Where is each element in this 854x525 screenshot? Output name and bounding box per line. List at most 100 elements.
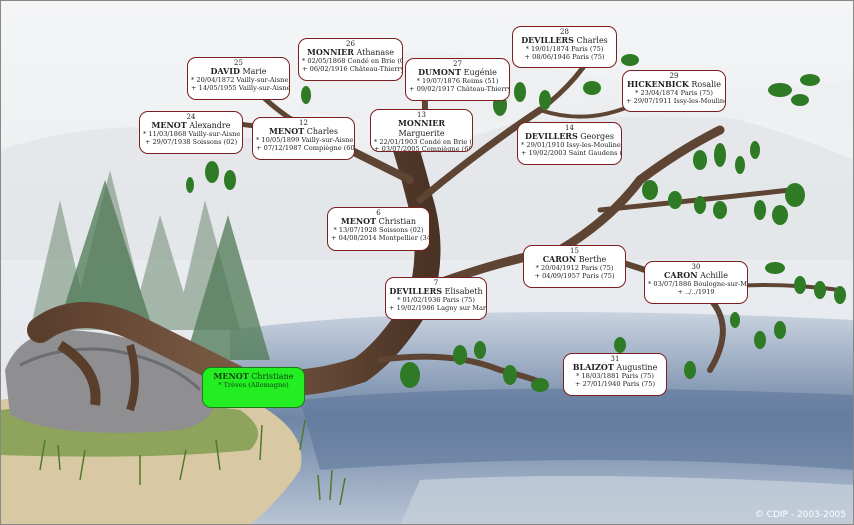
- death-line: + 07/12/1987 Compiègne (60): [256, 143, 355, 152]
- birth-line: * 03/07/1886 Boulogne-sur-Mer (62): [648, 279, 747, 288]
- death-line: + ../../1919: [677, 287, 715, 296]
- death-line: + 19/02/1986 Lagny sur Marne (77): [389, 303, 487, 312]
- birth-line: * Trèves (Allemagne): [218, 380, 289, 389]
- generation-number: 26: [346, 40, 355, 48]
- birth-line: * 20/04/1912 Paris (75): [535, 263, 614, 272]
- person-name: CARON Berthe: [527, 255, 622, 265]
- birth-line: * 18/03/1881 Paris (75): [576, 371, 654, 380]
- person-name: CARON Achille: [648, 271, 744, 281]
- person-name: MONNIER Athanase: [302, 48, 399, 58]
- person-given-name: Achille: [700, 271, 728, 281]
- person-given-name: Elisabeth: [444, 287, 483, 297]
- death-line: + 29/07/1938 Soissons (02): [144, 137, 238, 146]
- death-line: + 09/02/1917 Château-Thierry (02): [409, 84, 510, 93]
- person-name: DUMONT Eugénie: [409, 68, 506, 78]
- person-surname: MENOT: [340, 216, 377, 227]
- person-given-name: Athanase: [356, 48, 395, 58]
- person-name: DAVID Marie: [191, 67, 286, 77]
- death-line: + 08/06/1946 Paris (75): [524, 52, 605, 61]
- birth-line: * 23/04/1874 Paris (75): [635, 88, 713, 97]
- generation-number: 27: [453, 60, 462, 68]
- person-name: MENOT Christiane: [206, 371, 301, 382]
- person-name: BLAIZOT Augustine: [567, 363, 663, 373]
- person-name: DEVILLERS Charles: [516, 36, 613, 46]
- generation-number: 24: [186, 113, 196, 121]
- birth-line: * 13/07/1928 Soissons (02): [333, 225, 424, 234]
- person-surname: CARON: [542, 254, 577, 265]
- person-name: MENOT Christian: [331, 217, 426, 227]
- generation-number: 6: [376, 209, 381, 217]
- birth-line: * 29/01/1910 Issy-les-Moulineaux (92): [521, 140, 621, 149]
- generation-number: 31: [610, 355, 620, 363]
- generation-number: 25: [234, 59, 243, 67]
- person-surname: DUMONT: [418, 67, 462, 78]
- generation-number: 14: [565, 124, 574, 132]
- person-surname: BLAIZOT: [572, 362, 614, 373]
- birth-line: * 10/05/1899 Vailly-sur-Aisne (02): [256, 135, 354, 144]
- person-surname: MENOT: [269, 126, 305, 137]
- person-surname: DAVID: [210, 66, 240, 77]
- generation-number: 13: [417, 111, 426, 119]
- person-surname: MONNIER: [398, 118, 445, 129]
- person-given-name: Christian: [378, 217, 417, 227]
- death-line: + 06/02/1916 Château-Thierry (02): [302, 64, 403, 73]
- person-given-name: Eugénie: [463, 68, 497, 78]
- person-surname: MENOT: [151, 120, 187, 131]
- copyright-text: © CDIP - 2003-2005: [754, 510, 846, 520]
- death-line: + 04/09/1957 Paris (75): [534, 271, 615, 280]
- person-name: MENOT Charles: [256, 127, 351, 137]
- person-surname: MONNIER: [306, 47, 354, 58]
- person-given-name: Georges: [580, 132, 615, 142]
- person-name: DEVILLERS Georges: [521, 132, 618, 142]
- generation-number: 28: [560, 28, 569, 36]
- birth-line: * 02/05/1868 Condé en Brie (02): [302, 56, 403, 65]
- death-line: + 14/05/1955 Vailly-sur-Aisne (02): [191, 83, 290, 92]
- person-card-root[interactable]: MENOT Christiane* Trèves (Allemagne): [202, 367, 305, 408]
- person-given-name: Charles: [306, 127, 338, 137]
- person-surname: DEVILLERS: [521, 35, 574, 46]
- person-given-name: Charles: [576, 36, 608, 46]
- person-given-name: Rosalie: [691, 80, 721, 90]
- birth-line: * 19/07/1876 Reims (51): [416, 76, 499, 85]
- generation-number: 29: [669, 72, 679, 80]
- birth-line: * 11/03/1868 Vailly-sur-Aisne (02): [143, 129, 242, 138]
- death-line: + 04/08/2014 Montpellier (34): [331, 233, 430, 242]
- birth-line: * 20/04/1872 Vailly-sur-Aisne (02): [191, 75, 289, 84]
- person-name: DEVILLERS Elisabeth: [389, 287, 483, 297]
- person-given-name: Berthe: [578, 255, 607, 265]
- person-surname: DEVILLERS: [524, 131, 578, 142]
- person-surname: MENOT: [213, 371, 249, 381]
- person-surname: DEVILLERS: [389, 286, 443, 297]
- person-surname: CARON: [664, 270, 698, 281]
- person-given-name: Marie: [242, 67, 267, 77]
- generation-number: 7: [433, 279, 439, 287]
- birth-line: * 01/02/1936 Paris (75): [397, 295, 475, 304]
- birth-line: * 22/01/1903 Condé en Brie (02): [374, 137, 473, 146]
- death-line: + 27/01/1940 Paris (75): [574, 379, 656, 388]
- person-given-name: Augustine: [616, 363, 658, 373]
- person-given-name: Christiane: [251, 372, 294, 381]
- death-line: + 19/02/2003 Saint Gaudens (31): [521, 148, 622, 157]
- birth-line: * 19/01/1874 Paris (75): [525, 44, 604, 53]
- person-name: MENOT Alexandre: [143, 121, 239, 131]
- person-given-name: Marguerite: [398, 128, 445, 138]
- generation-number: 15: [570, 247, 579, 255]
- person-name: MONNIER Marguerite: [374, 119, 469, 138]
- person-surname: HICKENBICK: [627, 79, 689, 90]
- person-given-name: Alexandre: [189, 121, 231, 131]
- generation-number: 12: [299, 119, 308, 127]
